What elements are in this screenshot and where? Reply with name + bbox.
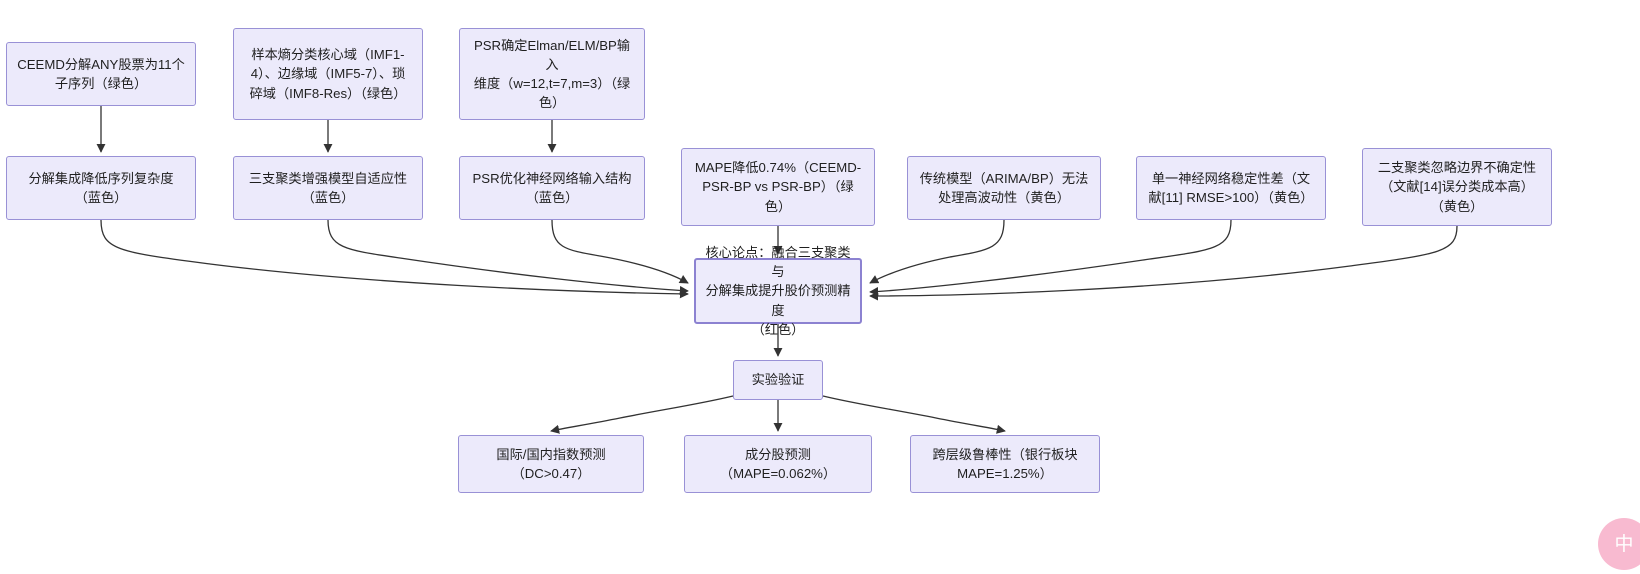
edge-n5-core [327,219,689,296]
node-ceemd-decompose[interactable]: CEEMD分解ANY股票为11个 子序列（绿色） [6,42,196,106]
node-single-network-instability[interactable]: 单一神经网络稳定性差（文 献[11] RMSE>100）（黄色） [1136,156,1326,220]
node-label: 实验验证 [751,372,805,388]
edge-n4-core [100,219,689,299]
edge-n6-core [551,219,689,284]
node-traditional-model-limitation[interactable]: 传统模型（ARIMA/BP）无法 处理高波动性（黄色） [907,156,1101,220]
node-result-constituent-stock-forecast[interactable]: 成分股预测 （MAPE=0.062%） [684,435,872,493]
node-label: 三支聚类增强模型自适应性 （蓝色） [248,170,408,205]
node-psr-optimize-network-input[interactable]: PSR优化神经网络输入结构 （蓝色） [459,156,645,220]
node-label: 跨层级鲁棒性（银行板块 MAPE=1.25%） [932,446,1078,481]
node-label: 单一神经网络稳定性差（文 献[11] RMSE>100）（黄色） [1148,170,1314,205]
node-result-cross-level-robustness[interactable]: 跨层级鲁棒性（银行板块 MAPE=1.25%） [910,435,1100,493]
node-label: 样本熵分类核心域（IMF1- 4）、边缘域（IMF5-7）、琐 碎域（IMF8-… [249,47,407,101]
node-label: 传统模型（ARIMA/BP）无法 处理高波动性（黄色） [919,170,1089,205]
node-experimental-validation[interactable]: 实验验证 [733,360,823,400]
node-label: 国际/国内指数预测 （DC>0.47） [496,446,606,481]
node-label: 分解集成降低序列复杂度 （蓝色） [28,170,174,205]
edge-exp-r1 [550,395,734,434]
node-psr-input-dimension[interactable]: PSR确定Elman/ELM/BP输入 维度（w=12,t=7,m=3）（绿 色… [459,28,645,120]
edge-n8-core [869,219,1005,284]
node-label: MAPE降低0.74%（CEEMD- PSR-BP vs PSR-BP）（绿 色… [694,160,862,214]
node-label: 二支聚类忽略边界不确定性 （文献[14]误分类成本高） （黄色） [1377,160,1537,214]
edge-n9-core [869,219,1232,297]
watermark-glyph: 中 [1614,533,1634,555]
node-label: CEEMD分解ANY股票为11个 子序列（绿色） [17,56,185,91]
node-mape-improvement[interactable]: MAPE降低0.74%（CEEMD- PSR-BP vs PSR-BP）（绿 色… [681,148,875,226]
node-label: 核心论点：融合三支聚类与 分解集成提升股价预测精度 （红色） [705,245,851,337]
edge-exp-r3 [822,395,1006,434]
node-result-index-forecast[interactable]: 国际/国内指数预测 （DC>0.47） [458,435,644,493]
watermark-badge: 中 [1598,518,1640,570]
edge-n10-core [869,225,1458,301]
node-label: PSR优化神经网络输入结构 （蓝色） [472,170,632,205]
node-three-way-clustering-adaptivity[interactable]: 三支聚类增强模型自适应性 （蓝色） [233,156,423,220]
node-sample-entropy-classification[interactable]: 样本熵分类核心域（IMF1- 4）、边缘域（IMF5-7）、琐 碎域（IMF8-… [233,28,423,120]
node-label: PSR确定Elman/ELM/BP输入 维度（w=12,t=7,m=3）（绿 色… [473,37,631,111]
node-two-way-clustering-limitation[interactable]: 二支聚类忽略边界不确定性 （文献[14]误分类成本高） （黄色） [1362,148,1552,226]
node-core-thesis[interactable]: 核心论点：融合三支聚类与 分解集成提升股价预测精度 （红色） [694,245,862,337]
node-label: 成分股预测 （MAPE=0.062%） [719,446,837,481]
node-reduce-sequence-complexity[interactable]: 分解集成降低序列复杂度 （蓝色） [6,156,196,220]
